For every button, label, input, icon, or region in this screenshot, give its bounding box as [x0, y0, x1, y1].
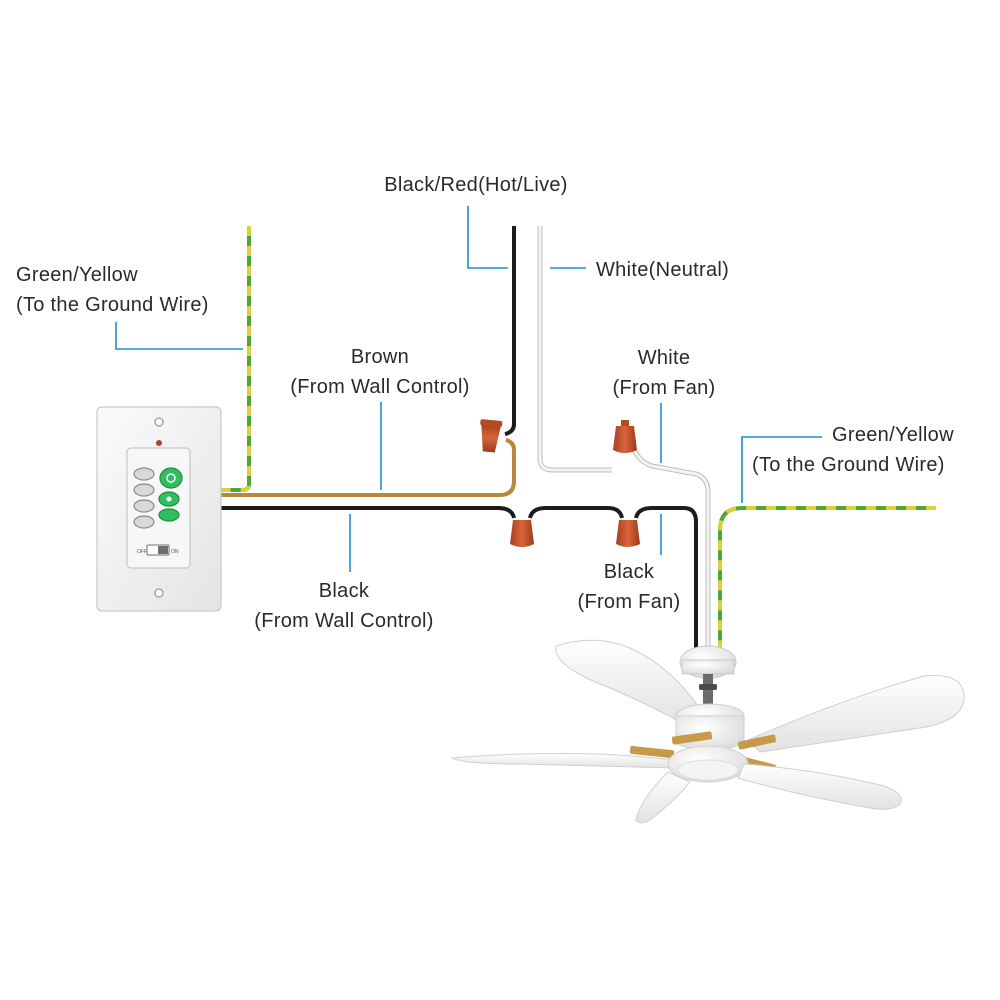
fan-blade-front-left: [635, 771, 691, 824]
label-brown-line2: (From Wall Control): [290, 376, 470, 398]
wire-nut-hot: [480, 419, 503, 453]
plate-screw-top: [154, 417, 164, 427]
wire-nut-black-wall: [510, 520, 534, 547]
label-white-fan: White (From Fan): [613, 343, 716, 403]
ground-wire-left: [221, 226, 251, 492]
fan-speed-high-button[interactable]: [133, 467, 155, 481]
light-icon: [166, 496, 172, 502]
label-hot-text: Black/Red(Hot/Live): [384, 174, 568, 196]
label-black-wall: Black (From Wall Control): [254, 576, 433, 636]
leader-ground-right: [741, 436, 822, 503]
label-black-fan-line1: Black: [603, 561, 655, 583]
fan-off-button[interactable]: [133, 515, 155, 529]
plate-screw-bottom: [154, 588, 164, 598]
fan-blade-right: [747, 675, 965, 753]
label-brown-line1: Brown: [350, 346, 410, 368]
label-white-fan-line2: (From Fan): [612, 377, 716, 399]
dimmer-button[interactable]: [158, 508, 180, 522]
label-ground-left-line2: (To the Ground Wire): [16, 294, 209, 316]
hot-supply-wire: [504, 226, 516, 436]
blade-arm-2: [737, 734, 777, 750]
label-neutral: White(Neutral): [596, 255, 729, 285]
label-black-wall-line1: Black: [318, 580, 370, 602]
black-wall-wire: [221, 506, 516, 519]
ceiling-fan: [450, 639, 965, 824]
leader-hot: [467, 206, 508, 269]
black-jumper-wire: [528, 506, 624, 519]
label-black-wall-line2: (From Wall Control): [254, 610, 434, 632]
label-brown: Brown (From Wall Control): [290, 342, 469, 402]
neutral-supply-wire: [537, 226, 612, 473]
wire-nut-neutral: [613, 420, 637, 453]
label-ground-right: Green/Yellow (To the Ground Wire): [752, 420, 978, 480]
fan-speed-medium-button[interactable]: [133, 483, 155, 497]
fan-light-lens: [677, 759, 739, 781]
leader-ground-left: [115, 322, 243, 350]
label-ground-left-line1: Green/Yellow: [16, 264, 138, 286]
fan-speed-low-button[interactable]: [133, 499, 155, 513]
ground-wire-right: [718, 506, 936, 648]
fan-blade-far-left: [450, 753, 677, 769]
label-ground-right-line2: (To the Ground Wire): [752, 454, 945, 476]
power-button[interactable]: [159, 467, 183, 489]
fan-downrod-coupler: [699, 684, 717, 690]
label-hot: Black/Red(Hot/Live): [384, 170, 568, 200]
wall-control: OFF ON: [96, 406, 222, 612]
label-ground-right-line1: Green/Yellow: [832, 424, 954, 446]
brown-wire: [221, 438, 516, 497]
label-black-fan-line2: (From Fan): [577, 591, 681, 613]
slide-switch-knob[interactable]: [158, 546, 168, 554]
fan-canopy-base: [681, 659, 735, 675]
power-icon: [166, 473, 176, 483]
blade-arm-3: [629, 745, 675, 759]
wire-nut-black-fan: [616, 520, 640, 547]
switch-on-label: ON: [171, 549, 179, 555]
switch-off-label: OFF: [137, 549, 147, 555]
black-fan-wire: [634, 506, 698, 648]
leader-lines: [115, 206, 822, 572]
label-black-fan: Black (From Fan): [578, 557, 681, 617]
label-neutral-text: White(Neutral): [596, 259, 730, 281]
white-fan-wire: [631, 448, 711, 648]
label-ground-left: Green/Yellow (To the Ground Wire): [16, 260, 209, 320]
blade-arm-1: [671, 731, 713, 745]
label-white-fan-line1: White: [637, 347, 691, 369]
indicator-led: [156, 440, 162, 446]
fan-blade-front-right: [737, 763, 902, 810]
